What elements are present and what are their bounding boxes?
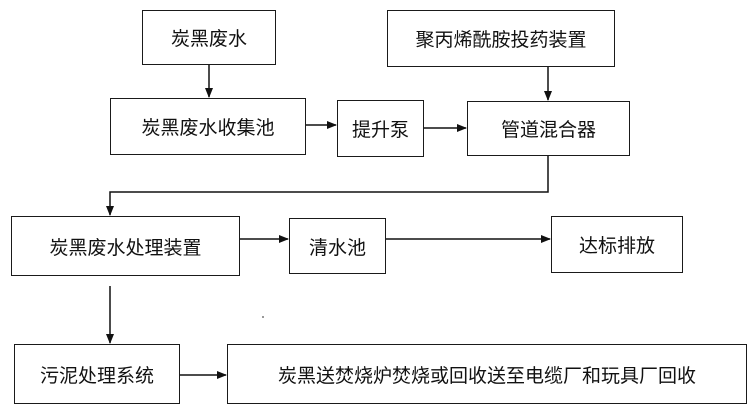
node-label: 清水池: [308, 236, 366, 259]
node-pipeline-mixer: 管道混合器: [467, 101, 630, 156]
node-label: 炭黑废水: [170, 28, 247, 50]
node-sludge-system: 污泥处理系统: [14, 344, 180, 404]
node-discharge: 达标排放: [551, 216, 683, 273]
node-final-disposal: 炭黑送焚烧炉焚烧或回收送至电缆厂和玩具厂回收: [227, 344, 747, 404]
stray-dot: [262, 316, 264, 318]
node-label: 炭黑送焚烧炉焚烧或回收送至电缆厂和玩具厂回收: [277, 364, 696, 387]
node-label: 污泥处理系统: [39, 364, 154, 387]
node-label: 达标排放: [578, 235, 655, 257]
node-lift-pump: 提升泵: [337, 100, 424, 157]
node-pam-dosing-device: 聚丙烯酰胺投药装置: [387, 10, 615, 67]
node-label: 炭黑废水处理装置: [49, 236, 202, 259]
node-label: 炭黑废水收集池: [141, 117, 275, 139]
node-treatment-device: 炭黑废水处理装置: [11, 216, 240, 276]
node-label: 提升泵: [351, 119, 409, 141]
node-label: 聚丙烯酰胺投药装置: [415, 29, 587, 51]
node-clear-water-tank: 清水池: [289, 218, 386, 274]
node-carbon-black-wastewater: 炭黑废水: [142, 10, 276, 65]
node-collection-tank: 炭黑废水收集池: [110, 98, 306, 155]
node-label: 管道混合器: [500, 119, 596, 141]
arrow-mixer-to-treatment: [106, 156, 549, 216]
